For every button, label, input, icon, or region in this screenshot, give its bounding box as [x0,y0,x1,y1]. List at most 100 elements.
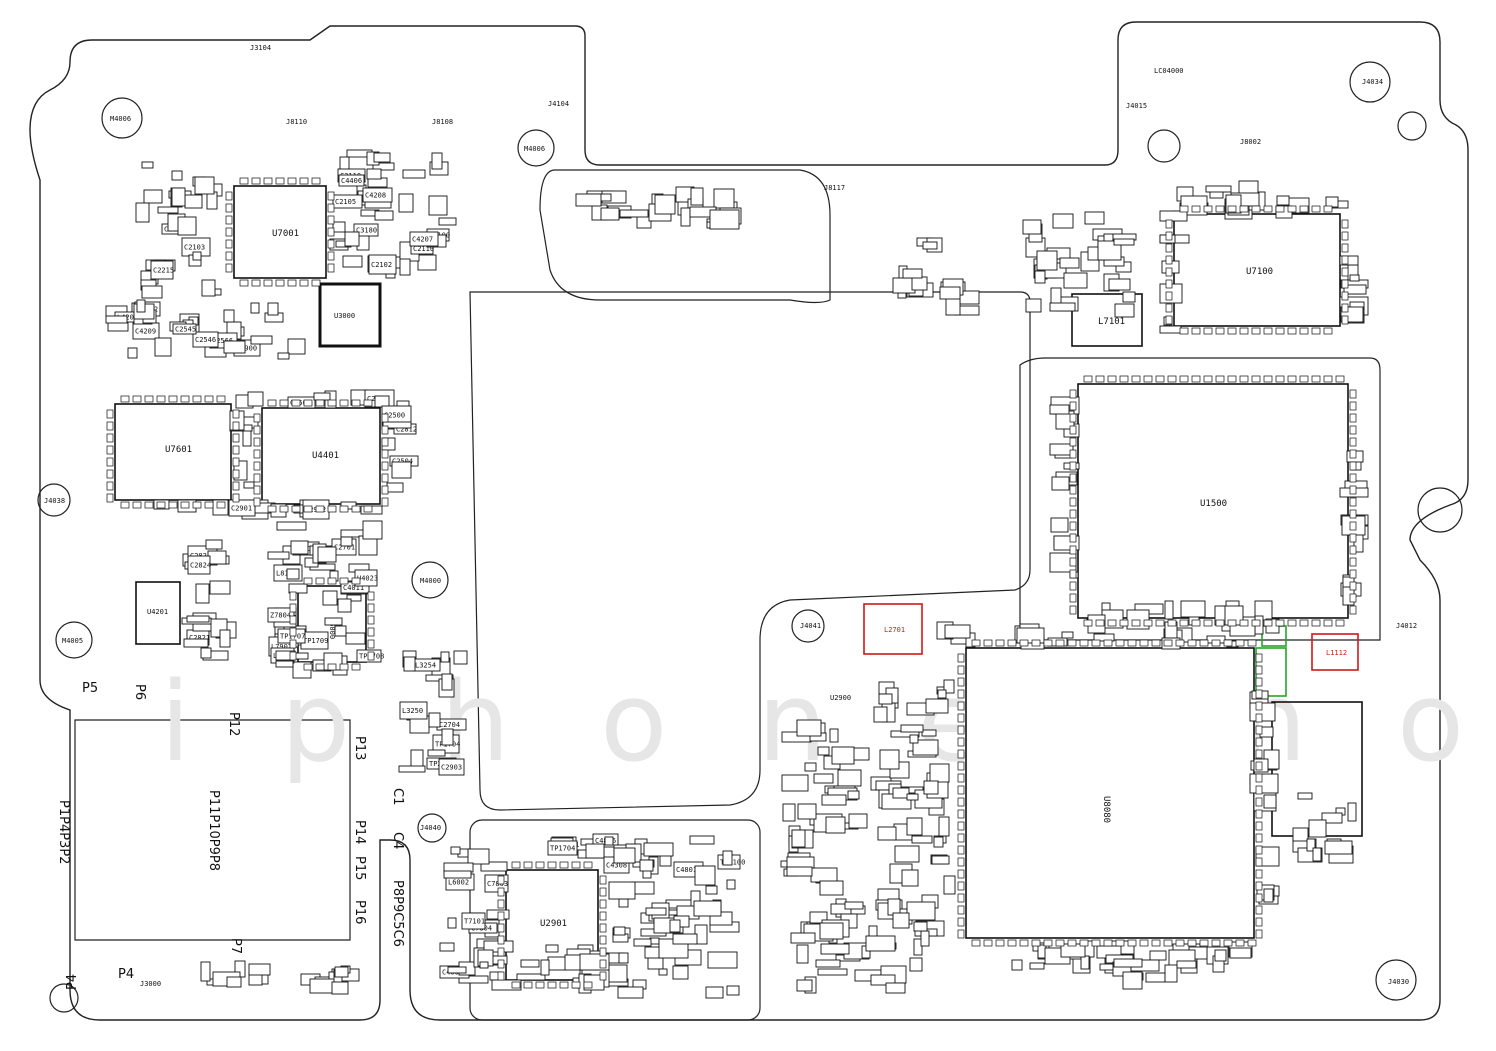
smd-component [1159,325,1182,334]
chip-perimeter-pad [1349,557,1357,567]
chip-perimeter-pad [291,399,301,407]
mount-hole-m4000 [411,561,449,599]
smd-component [1325,196,1339,208]
chip-perimeter-pad [1349,545,1357,555]
chip-perimeter-pad [1103,939,1113,947]
chip-perimeter-pad [535,981,545,989]
smd-component [931,855,950,865]
smd-component-label: C4209 [135,328,156,336]
smd-component [154,337,172,357]
chip-perimeter-pad [232,493,240,503]
chip-perimeter-pad [957,725,965,735]
mount-hole-m4006b [517,129,555,167]
mount-holes [37,61,1463,1013]
chip-perimeter-pad [1247,639,1257,647]
chip-perimeter-pad [1067,939,1077,947]
chip-perimeter-pad [599,899,607,909]
smd-component [461,912,486,930]
chip-perimeter-pad [1203,375,1213,383]
chip-perimeter-pad [303,399,313,407]
chip-perimeter-pad [1215,619,1225,627]
smd-component-label: L6002 [448,879,469,887]
chip-perimeter-pad [957,761,965,771]
chip-perimeter-pad [497,935,505,945]
chip-perimeter-pad [1251,619,1261,627]
smd-component [403,656,416,672]
chip-perimeter-pad [1223,939,1233,947]
smd-component [713,188,735,209]
chip-perimeter-pad [1179,619,1189,627]
chip-perimeter-pad [1069,545,1077,555]
smd-component [417,254,437,271]
chip-perimeter-pad [1227,327,1237,335]
smd-component [402,169,426,179]
smd-component [1016,627,1045,644]
chip-perimeter-pad [1143,619,1153,627]
mount-hole-j4030 [1375,959,1417,1001]
smd-component [332,194,363,209]
chip-perimeter-pad [327,505,337,513]
chip-perimeter-pad [106,445,114,455]
smd-component-label: L8114 [276,570,297,578]
mount-hole-right-mid [1417,487,1463,533]
chip-perimeter-pad [1335,375,1345,383]
chip-perimeter-pad [1069,593,1077,603]
smd-component-label: C2500 [384,412,405,420]
chip-perimeter-pad [957,665,965,675]
chip-perimeter-pad [547,861,557,869]
chip-perimeter-pad [1255,701,1263,711]
mount-hole-m4005 [55,621,93,659]
smd-component [705,986,724,999]
smd-component-label: C7803 [487,880,508,888]
chip-perimeter-pad [1341,279,1349,289]
mount-hole-bottom-left [49,983,79,1013]
chip-perimeter-pad [1349,581,1357,591]
chip-perimeter-pad [1127,939,1137,947]
chip-perimeter-pad [1275,375,1285,383]
chip-perimeter-pad [1341,267,1349,277]
chip-perimeter-pad [1349,605,1357,615]
chip-perimeter-pad [1115,639,1125,647]
chip-perimeter-pad [1341,255,1349,265]
chip-perimeter-pad [599,875,607,885]
chip-perimeter-pad [1275,619,1285,627]
smd-component [1347,802,1357,822]
chip-perimeter-pad [225,251,233,261]
smd-component-label: C2103 [184,244,205,252]
smd-component-label: C2566 [212,337,233,345]
chip-perimeter-pad [497,923,505,933]
smd-component [368,254,397,275]
smd-component [1308,819,1327,838]
label-p4: P4 [118,967,134,982]
smd-component [317,546,337,563]
chip-perimeter-pad [339,505,349,513]
chip-perimeter-pad [957,785,965,795]
chip-perimeter-pad [1341,219,1349,229]
chip-perimeter-pad [497,911,505,921]
label-p13: P13 [352,736,367,760]
chip-perimeter-pad [1251,375,1261,383]
chip-perimeter-pad [180,501,190,509]
chip-perimeter-pad [168,395,178,403]
smd-component [409,231,439,247]
label-l1112: L1112 [1326,649,1347,657]
label-l7101: L7101 [1098,317,1125,327]
smd-component [440,651,450,663]
smd-component [938,816,950,837]
chip-perimeter-pad [1263,327,1273,335]
smd-component-label: C2704 [439,721,460,729]
smd-component [877,826,897,841]
smd-component [689,835,715,845]
chip-perimeter-pad [1227,619,1237,627]
smd-component-label: U4023 [357,575,378,583]
smd-component [438,758,465,776]
chip-perimeter-pad [1191,327,1201,335]
chip-perimeter-pad [232,469,240,479]
smd-component [200,647,212,659]
chip-perimeter-pad [253,425,261,435]
chip-u8080 [965,647,1255,939]
chip-perimeter-pad [1255,917,1263,927]
smd-component [1051,476,1070,491]
chip-perimeter-pad [957,737,965,747]
chip-perimeter-pad [192,501,202,509]
